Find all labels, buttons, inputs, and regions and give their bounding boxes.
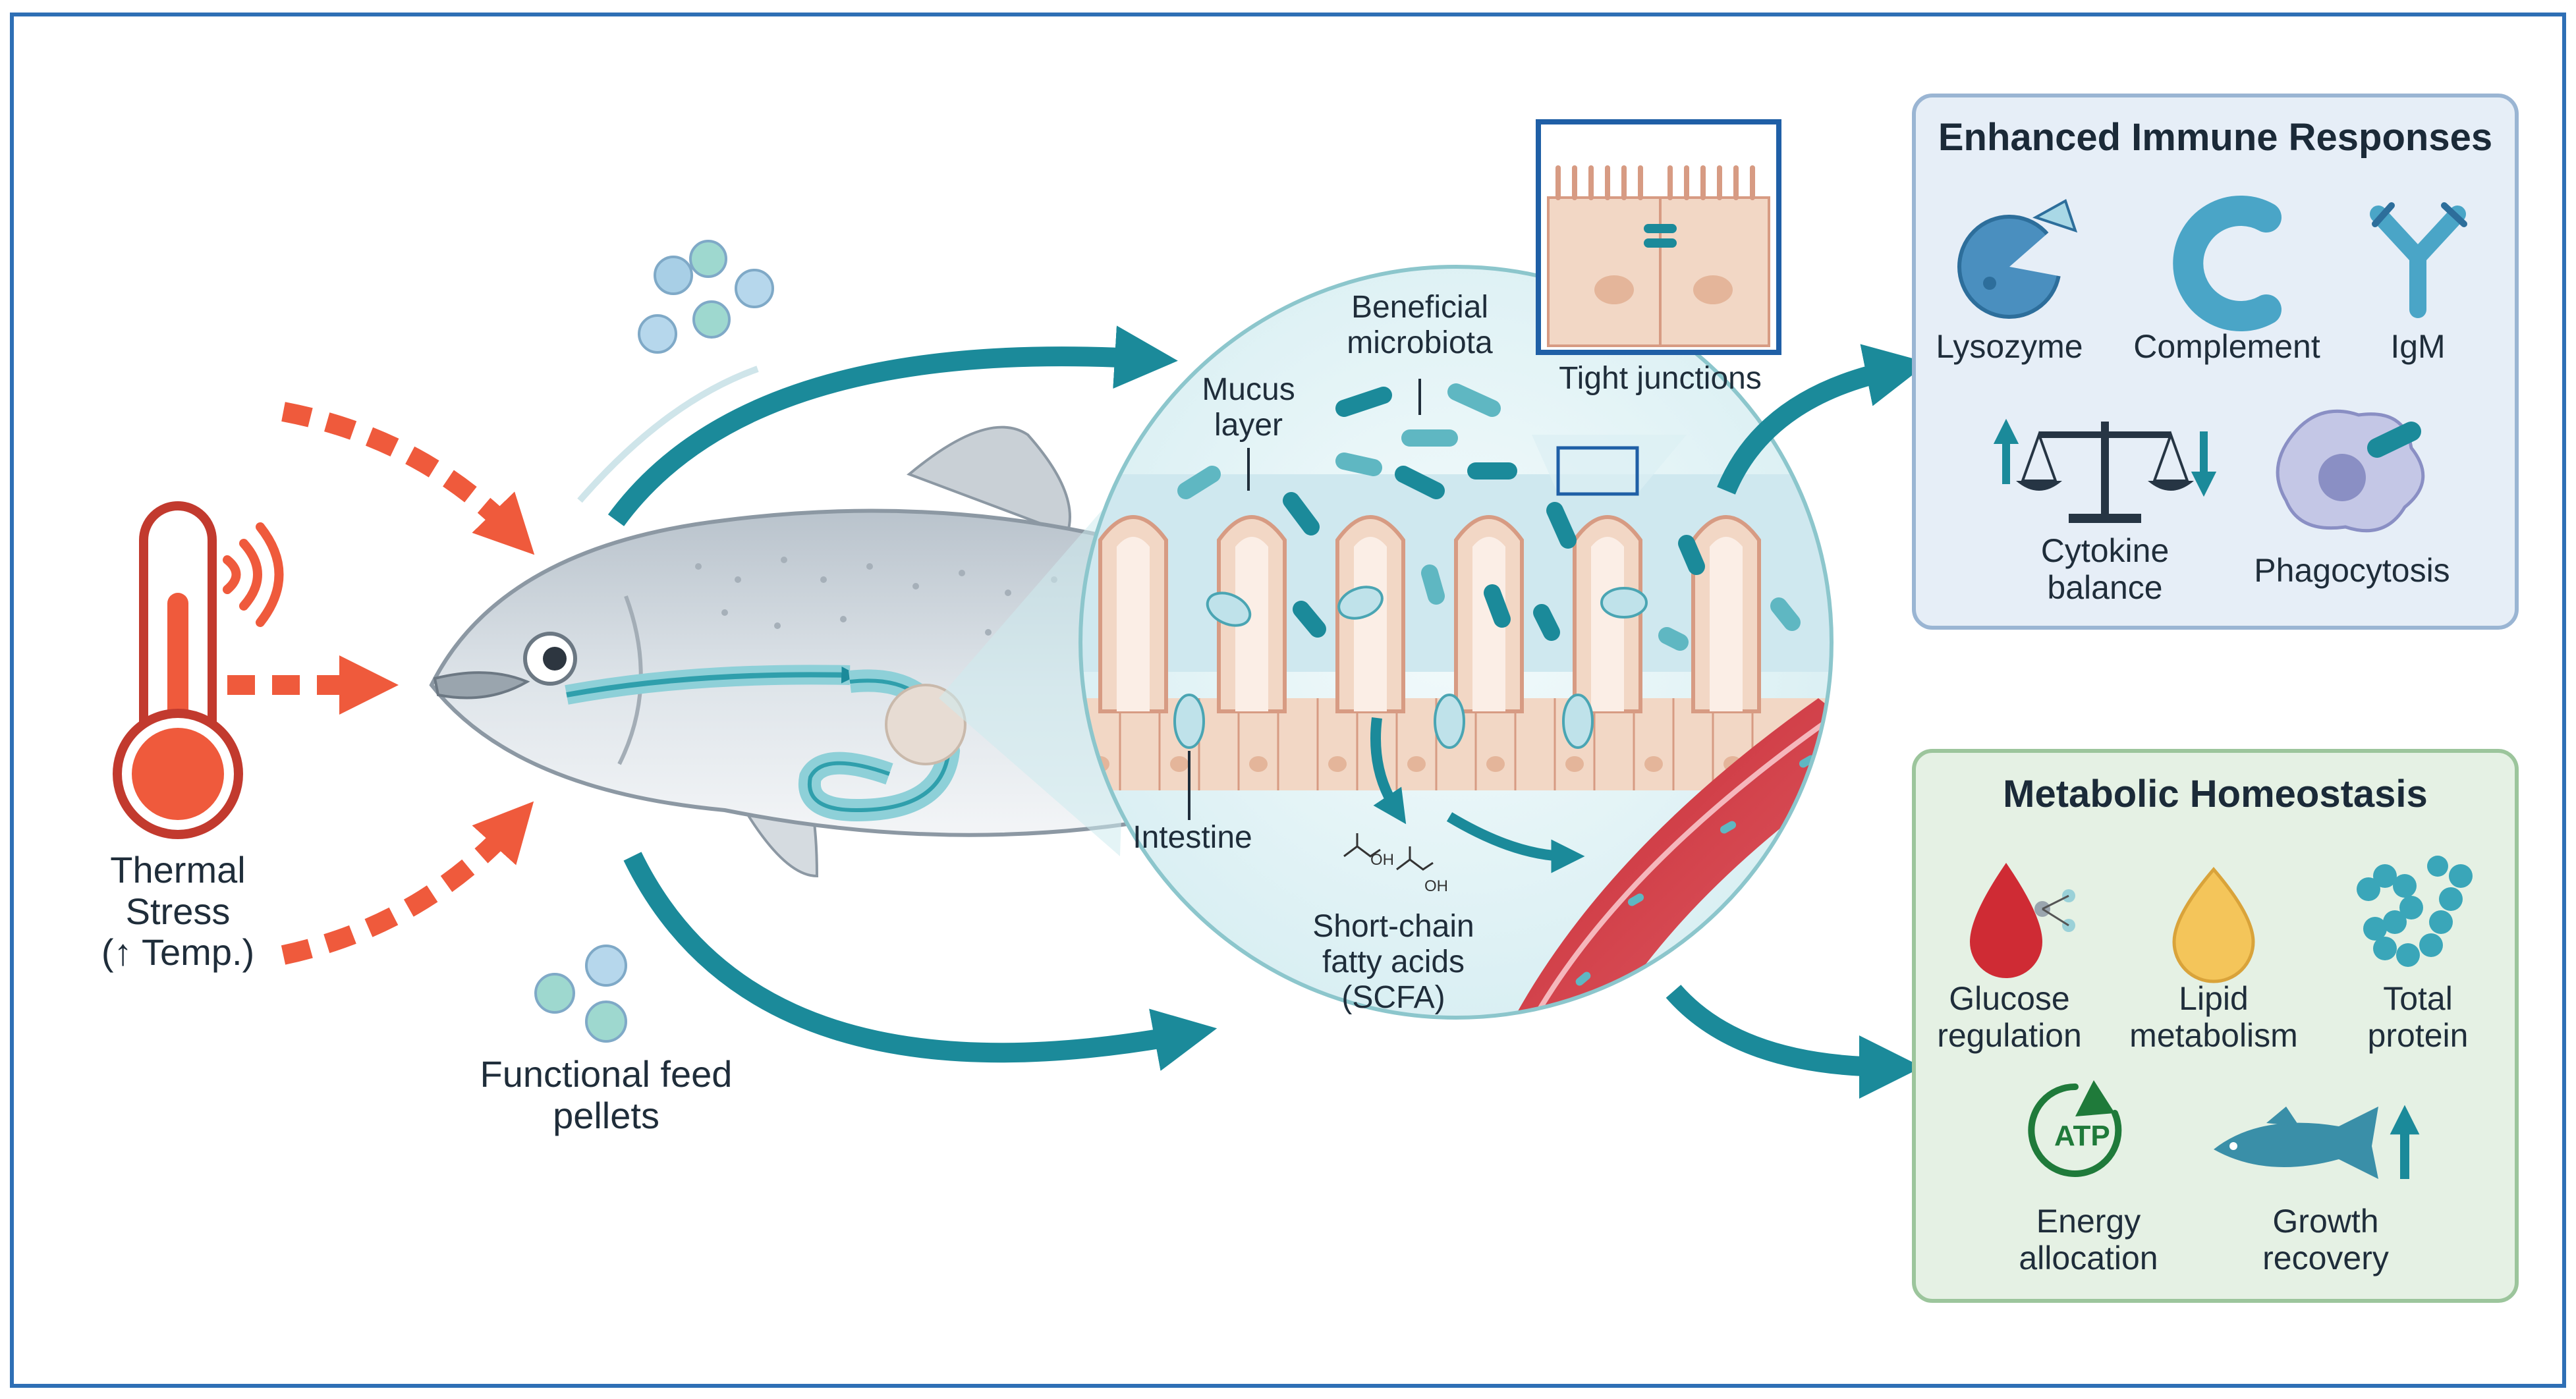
igm-antibody-icon	[2370, 202, 2467, 318]
inset-source-box	[1556, 446, 1639, 496]
immune-panel-title: Enhanced Immune Responses	[1938, 116, 2493, 159]
fish-growth-icon	[2214, 1105, 2420, 1179]
lysozyme-icon	[1957, 199, 2078, 319]
tight-junction-inset	[1532, 119, 1781, 496]
scfa-oh-label-2: OH	[1424, 877, 1448, 895]
lipid-metabolism-label: Lipid metabolism	[2129, 980, 2298, 1054]
blood-drop-icon	[1970, 863, 2075, 978]
bacteria	[1177, 383, 1801, 651]
metabolic-panel-title: Metabolic Homeostasis	[2003, 773, 2428, 815]
heat-arrow-bottom	[281, 801, 534, 965]
feed-arrow-bottom	[623, 852, 1218, 1071]
tight-junctions-label: Tight junctions	[1559, 361, 1762, 396]
protein-chain-icon	[2357, 856, 2473, 967]
heat-arrows	[227, 402, 535, 965]
zoom-cone	[939, 474, 1133, 856]
scfa-molecule-icon	[1343, 833, 1434, 871]
mucus-layer-label: Mucus layer	[1202, 372, 1295, 443]
blood-vessel	[1502, 698, 1832, 1018]
phagocyte-icon	[2276, 409, 2425, 533]
atp-cycle-icon	[2028, 1080, 2122, 1177]
scfa-label: Short-chain fatty acids (SCFA)	[1312, 909, 1474, 1015]
atp-label: ATP	[2054, 1120, 2110, 1152]
scfa-arrow-to-blood	[1446, 812, 1585, 873]
arrow-to-metabolic	[1666, 985, 1922, 1099]
lysozyme-label: Lysozyme	[1936, 328, 2083, 365]
outer-frame	[10, 13, 2566, 1388]
heat-waves-icon	[223, 522, 284, 627]
growth-recovery-label: Growth recovery	[2262, 1203, 2389, 1276]
beneficial-microbiota-label: Beneficial microbiota	[1347, 290, 1493, 360]
arrow-to-immune	[1717, 344, 1929, 495]
scfa-oh-label-1: OH	[1370, 851, 1394, 869]
glucose-regulation-label: Glucose regulation	[1937, 980, 2082, 1054]
phagocytosis-label: Phagocytosis	[2254, 552, 2450, 589]
feed-pellets-label: Functional feed pellets	[480, 1053, 733, 1136]
intestine-label: Intestine	[1133, 820, 1252, 855]
goblet-cells	[1173, 586, 1648, 749]
complement-label: Complement	[2133, 328, 2320, 365]
feed-guide-arc	[577, 366, 759, 503]
balance-scale-icon	[1993, 418, 2217, 523]
feed-arrow-top	[607, 325, 1178, 526]
lipid-drop-icon	[2172, 867, 2255, 983]
scfa-arrow-down	[1370, 717, 1407, 825]
fish-illustration	[429, 425, 1175, 878]
energy-allocation-label: Energy allocation	[2019, 1203, 2158, 1276]
thermometer-icon	[113, 501, 243, 839]
thermal-stress-label: Thermal Stress (↑ Temp.)	[101, 849, 255, 974]
cytokine-balance-label: Cytokine balance	[2040, 532, 2170, 606]
complement-icon	[2173, 196, 2282, 331]
heat-arrow-top	[281, 402, 535, 555]
feed-pellets-top	[638, 240, 774, 354]
total-protein-label: Total protein	[2367, 980, 2469, 1054]
feed-pellets-bottom	[534, 945, 627, 1043]
igm-label: IgM	[2390, 328, 2446, 365]
